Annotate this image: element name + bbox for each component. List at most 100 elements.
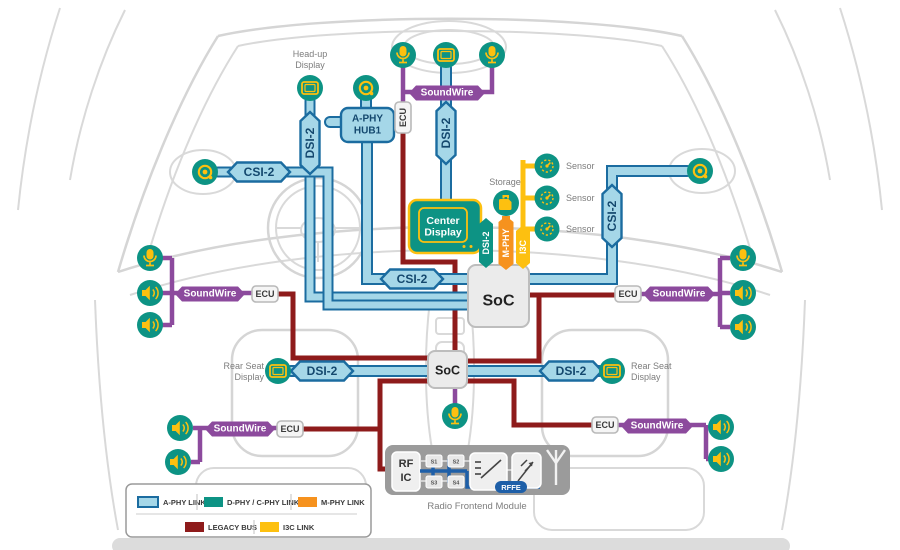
svg-text:ECU: ECU [255, 289, 274, 299]
legend: A-PHY LINK D-PHY / C-PHY LINK M-PHY LINK… [125, 483, 372, 538]
ecu-right: ECU [614, 285, 642, 303]
switch-s2 [447, 454, 465, 468]
s3-label: S3 [431, 481, 438, 487]
svg-text:SoundWire: SoundWire [421, 88, 474, 99]
legend-label-aphy: A-PHY LINK [163, 498, 206, 507]
legend-swatch-i3c [260, 522, 279, 532]
antenna-icon [546, 449, 566, 485]
center-display-label-2: Display [424, 227, 462, 239]
sensor-icon [533, 152, 561, 180]
s4-label: S4 [453, 481, 461, 487]
rffe-badge [495, 481, 527, 493]
svg-text:SoundWire: SoundWire [214, 424, 267, 435]
sensor-icon [533, 215, 561, 243]
speaker-icon [729, 279, 757, 307]
headup-label-1: Head-up [293, 49, 328, 59]
storage-icon [492, 189, 520, 217]
speaker-icon [164, 448, 192, 476]
svg-text:CSI-2: CSI-2 [244, 165, 275, 179]
legend-label-i3c: I3C LINK [283, 523, 315, 532]
camera-icon [190, 157, 220, 187]
rf-switch-icon [475, 459, 502, 479]
sensor-label: Sensor [566, 193, 595, 203]
ecu-left: ECU [251, 285, 279, 303]
legend-label-dphy: D-PHY / C-PHY LINK [227, 498, 300, 507]
svg-text:SoundWire: SoundWire [631, 421, 684, 432]
speaker-icon [136, 279, 164, 307]
dsi2-badge-rear-left: DSI-2 [289, 360, 355, 382]
svg-text:SoundWire: SoundWire [184, 289, 237, 300]
mic-icon [136, 244, 164, 272]
speaker-icon [707, 413, 735, 441]
sensor-label: Sensor [566, 161, 595, 171]
mirror-display-icon [432, 41, 460, 69]
speaker-icon [166, 414, 194, 442]
soundwire-badge-top: SoundWire [409, 85, 485, 101]
svg-text:DSI-2: DSI-2 [439, 117, 453, 148]
rear-seat-label-right-2: Display [631, 372, 661, 382]
legend-swatch-legacy [185, 522, 204, 532]
sensor-label: Sensor [566, 224, 595, 234]
mphy-badge: M-PHY [498, 216, 514, 270]
s1-label: S1 [431, 460, 438, 466]
ecu-bottom-right: ECU [591, 416, 619, 434]
rf-ic-label-2: IC [401, 472, 412, 484]
legend-swatch-mphy [298, 497, 317, 507]
speaker-icon [136, 311, 164, 339]
rffe-badge-label: RFFE [501, 483, 521, 492]
legend-label-legacy: LEGACY BUS [208, 523, 257, 532]
rear-seat-label-left-2: Display [234, 372, 264, 382]
rear-seat-label-left-1: Rear Seat [223, 361, 264, 371]
dsi2-badge-center-display: DSI-2 [479, 218, 493, 268]
ecu-top: ECU [394, 101, 412, 134]
dsi2-badge-rear-right: DSI-2 [538, 360, 604, 382]
headup-label-2: Display [295, 60, 325, 70]
ecu-bottom-left: ECU [276, 420, 304, 438]
camera-icon [685, 156, 715, 186]
csi2-badge-hub-to-soc: CSI-2 [379, 268, 445, 290]
svg-text:DSI-2: DSI-2 [303, 127, 317, 158]
s2-label: S2 [453, 460, 460, 466]
soundwire-badge-right: SoundWire [643, 286, 715, 302]
radio-frontend-module: RFFE RF IC S1 S2 S3 S4 Radio Frontend Mo… [385, 445, 570, 512]
dsi2-badge-hud: DSI-2 [299, 110, 321, 176]
rear-seat-display-icon [264, 357, 292, 385]
camera-icon [351, 73, 381, 103]
csi2-badge-right-cam: CSI-2 [601, 183, 623, 249]
svg-text:CSI-2: CSI-2 [397, 272, 428, 286]
legend-swatch-aphy [137, 496, 159, 508]
text-labels: Head-up Display Storage Sensor Sensor Se… [223, 49, 672, 382]
svg-text:SoundWire: SoundWire [653, 289, 706, 300]
svg-text:M-PHY: M-PHY [501, 229, 511, 258]
aphy-hub: A-PHY HUB1 [339, 106, 396, 144]
csi2-badge-left-cam: CSI-2 [226, 161, 292, 183]
svg-text:ECU: ECU [280, 424, 299, 434]
svg-text:DSI-2: DSI-2 [307, 364, 338, 378]
soc-secondary-label: SoC [435, 364, 460, 378]
storage-label: Storage [489, 177, 521, 187]
rffe-bus-line [420, 459, 540, 489]
soc-main: SoC [467, 264, 530, 328]
svg-text:I3C: I3C [518, 240, 528, 255]
rf-ic-label-1: RF [399, 458, 414, 470]
svg-text:ECU: ECU [398, 108, 408, 127]
svg-text:CSI-2: CSI-2 [605, 200, 619, 231]
aphy-hub-label-2: HUB1 [354, 126, 382, 137]
center-display: Center Display [407, 198, 483, 255]
mic-icon [478, 41, 506, 69]
svg-text:ECU: ECU [595, 420, 614, 430]
switch-s4 [447, 475, 465, 489]
aphy-hub-label-1: A-PHY [352, 114, 383, 125]
speaker-icon [729, 313, 757, 341]
dsi2-badge-mirror: DSI-2 [435, 100, 457, 166]
rear-seat-label-right-1: Rear Seat [631, 361, 672, 371]
antenna-tuner-icon [517, 459, 534, 482]
headup-display-icon [296, 74, 324, 102]
switch-s3 [425, 475, 443, 489]
legend-label-mphy: M-PHY LINK [321, 498, 365, 507]
switch-s1 [425, 454, 443, 468]
rear-seat-display-icon [598, 357, 626, 385]
soc-main-label: SoC [483, 293, 515, 310]
center-display-label-1: Center [426, 215, 459, 227]
